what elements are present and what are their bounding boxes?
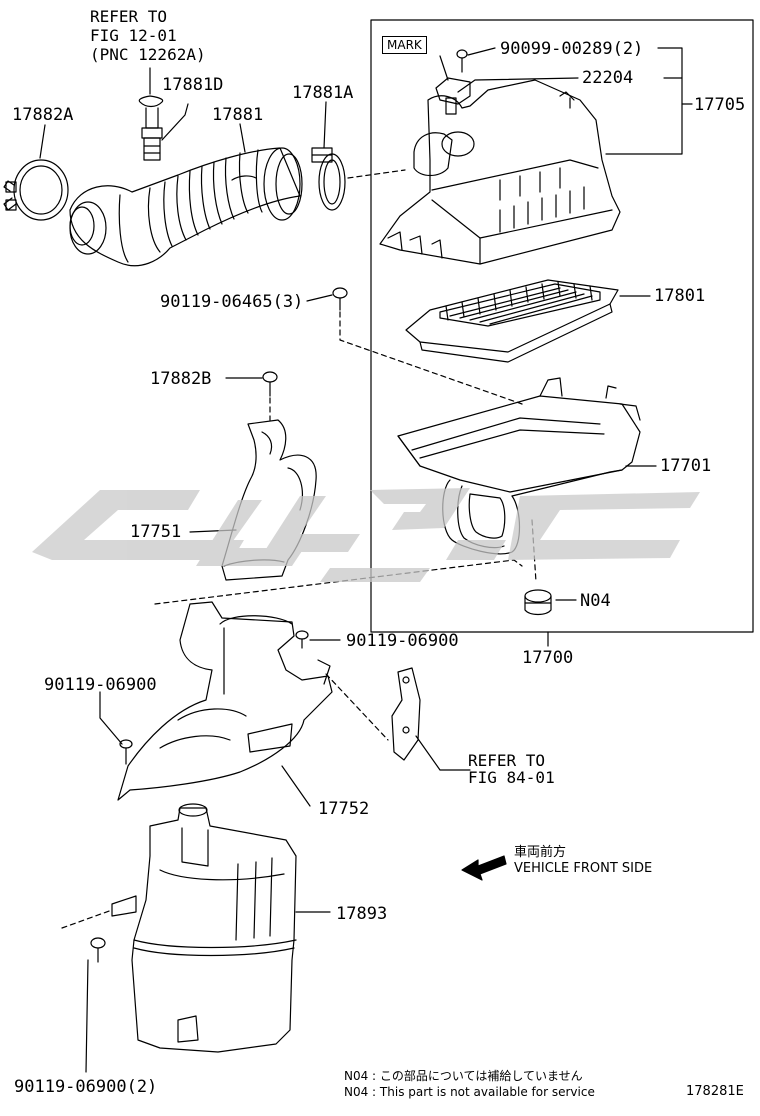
label-17881A[interactable]: 17881A xyxy=(292,83,354,103)
dash-90119-06465 xyxy=(339,311,523,405)
refer-fig12-line3: (PNC 12262A) xyxy=(90,45,206,64)
leader-90099 xyxy=(467,47,496,56)
leader-17881 xyxy=(239,123,246,153)
bracket-17705 xyxy=(605,47,683,155)
screw-90119-06900-b xyxy=(119,739,133,765)
vehicle-front-arrow-icon xyxy=(461,855,507,881)
dash-17751 xyxy=(154,559,523,605)
dash-17881A xyxy=(347,169,406,179)
note-en: N04 : This part is not available for ser… xyxy=(344,1085,595,1099)
leader-90119-06900-b xyxy=(99,691,123,745)
mark-box: MARK xyxy=(382,36,427,54)
direction-en: VEHICLE FRONT SIDE xyxy=(514,861,653,876)
label-17751[interactable]: 17751 xyxy=(130,522,182,542)
screw-17882B xyxy=(262,371,278,397)
label-90119-06900-b[interactable]: 90119-06900 xyxy=(44,675,157,695)
dash-bracket xyxy=(325,673,389,741)
leader-fig84 xyxy=(415,735,471,771)
screw-90119-06465 xyxy=(332,287,348,311)
label-90099-00289[interactable]: 90099-00289(2) xyxy=(500,39,644,59)
label-22204[interactable]: 22204 xyxy=(582,68,634,88)
grommet-17881D xyxy=(138,95,164,161)
leader-90119-06900-2 xyxy=(85,959,89,1073)
assembly-17700-frame xyxy=(370,19,754,633)
filter-17801 xyxy=(405,279,619,363)
resonator-17893 xyxy=(111,803,297,1053)
label-17893[interactable]: 17893 xyxy=(336,904,388,924)
label-17700[interactable]: 17700 xyxy=(522,648,574,668)
watermark-logo xyxy=(32,488,700,582)
refer-fig12-line1: REFER TO xyxy=(90,7,168,26)
direction-jp: 車両前方 xyxy=(514,845,567,860)
bracket-fig84 xyxy=(391,667,421,761)
refer-fig84-line1: REFER TO xyxy=(468,751,546,770)
screw-90119-06900-a xyxy=(295,630,309,649)
dash-17893 xyxy=(61,909,113,929)
label-17801[interactable]: 17801 xyxy=(654,286,706,306)
label-17701[interactable]: 17701 xyxy=(660,456,712,476)
diagram-id: 178281E xyxy=(686,1084,744,1099)
label-90119-06465[interactable]: 90119-06465(3) xyxy=(160,292,304,312)
label-N04[interactable]: N04 xyxy=(580,591,611,611)
leader-17752 xyxy=(281,765,311,807)
hose-17881 xyxy=(69,147,303,267)
duct-17752 xyxy=(117,601,333,801)
refer-fig84-line2: FIG 84-01 xyxy=(468,768,555,787)
label-90119-06900-2[interactable]: 90119-06900(2) xyxy=(14,1077,158,1097)
clamp-17881A xyxy=(311,147,346,211)
label-90119-06900-a[interactable]: 90119-06900 xyxy=(346,631,459,651)
leader-17881D xyxy=(161,103,189,141)
screw-90119-06900-2 xyxy=(90,937,106,963)
label-17752[interactable]: 17752 xyxy=(318,799,370,819)
label-17882B[interactable]: 17882B xyxy=(150,369,212,389)
label-17882A[interactable]: 17882A xyxy=(12,105,74,125)
leader-mark xyxy=(439,55,449,81)
leader-17882A xyxy=(39,124,46,159)
leader-17881A xyxy=(323,101,327,149)
note-jp: N04 : この部品については補給していません xyxy=(344,1069,583,1083)
grommet-N04 xyxy=(524,589,552,616)
clamp-17882A xyxy=(3,159,69,221)
label-17881[interactable]: 17881 xyxy=(212,105,264,125)
sensor-22204 xyxy=(435,49,471,115)
leader-22204 xyxy=(457,77,579,93)
cover-17705 xyxy=(379,79,621,265)
label-17705[interactable]: 17705 xyxy=(694,95,746,115)
refer-fig12-line2: FIG 12-01 xyxy=(90,26,177,45)
leader-90119-06465 xyxy=(306,294,333,302)
label-17881D[interactable]: 17881D xyxy=(162,75,224,95)
